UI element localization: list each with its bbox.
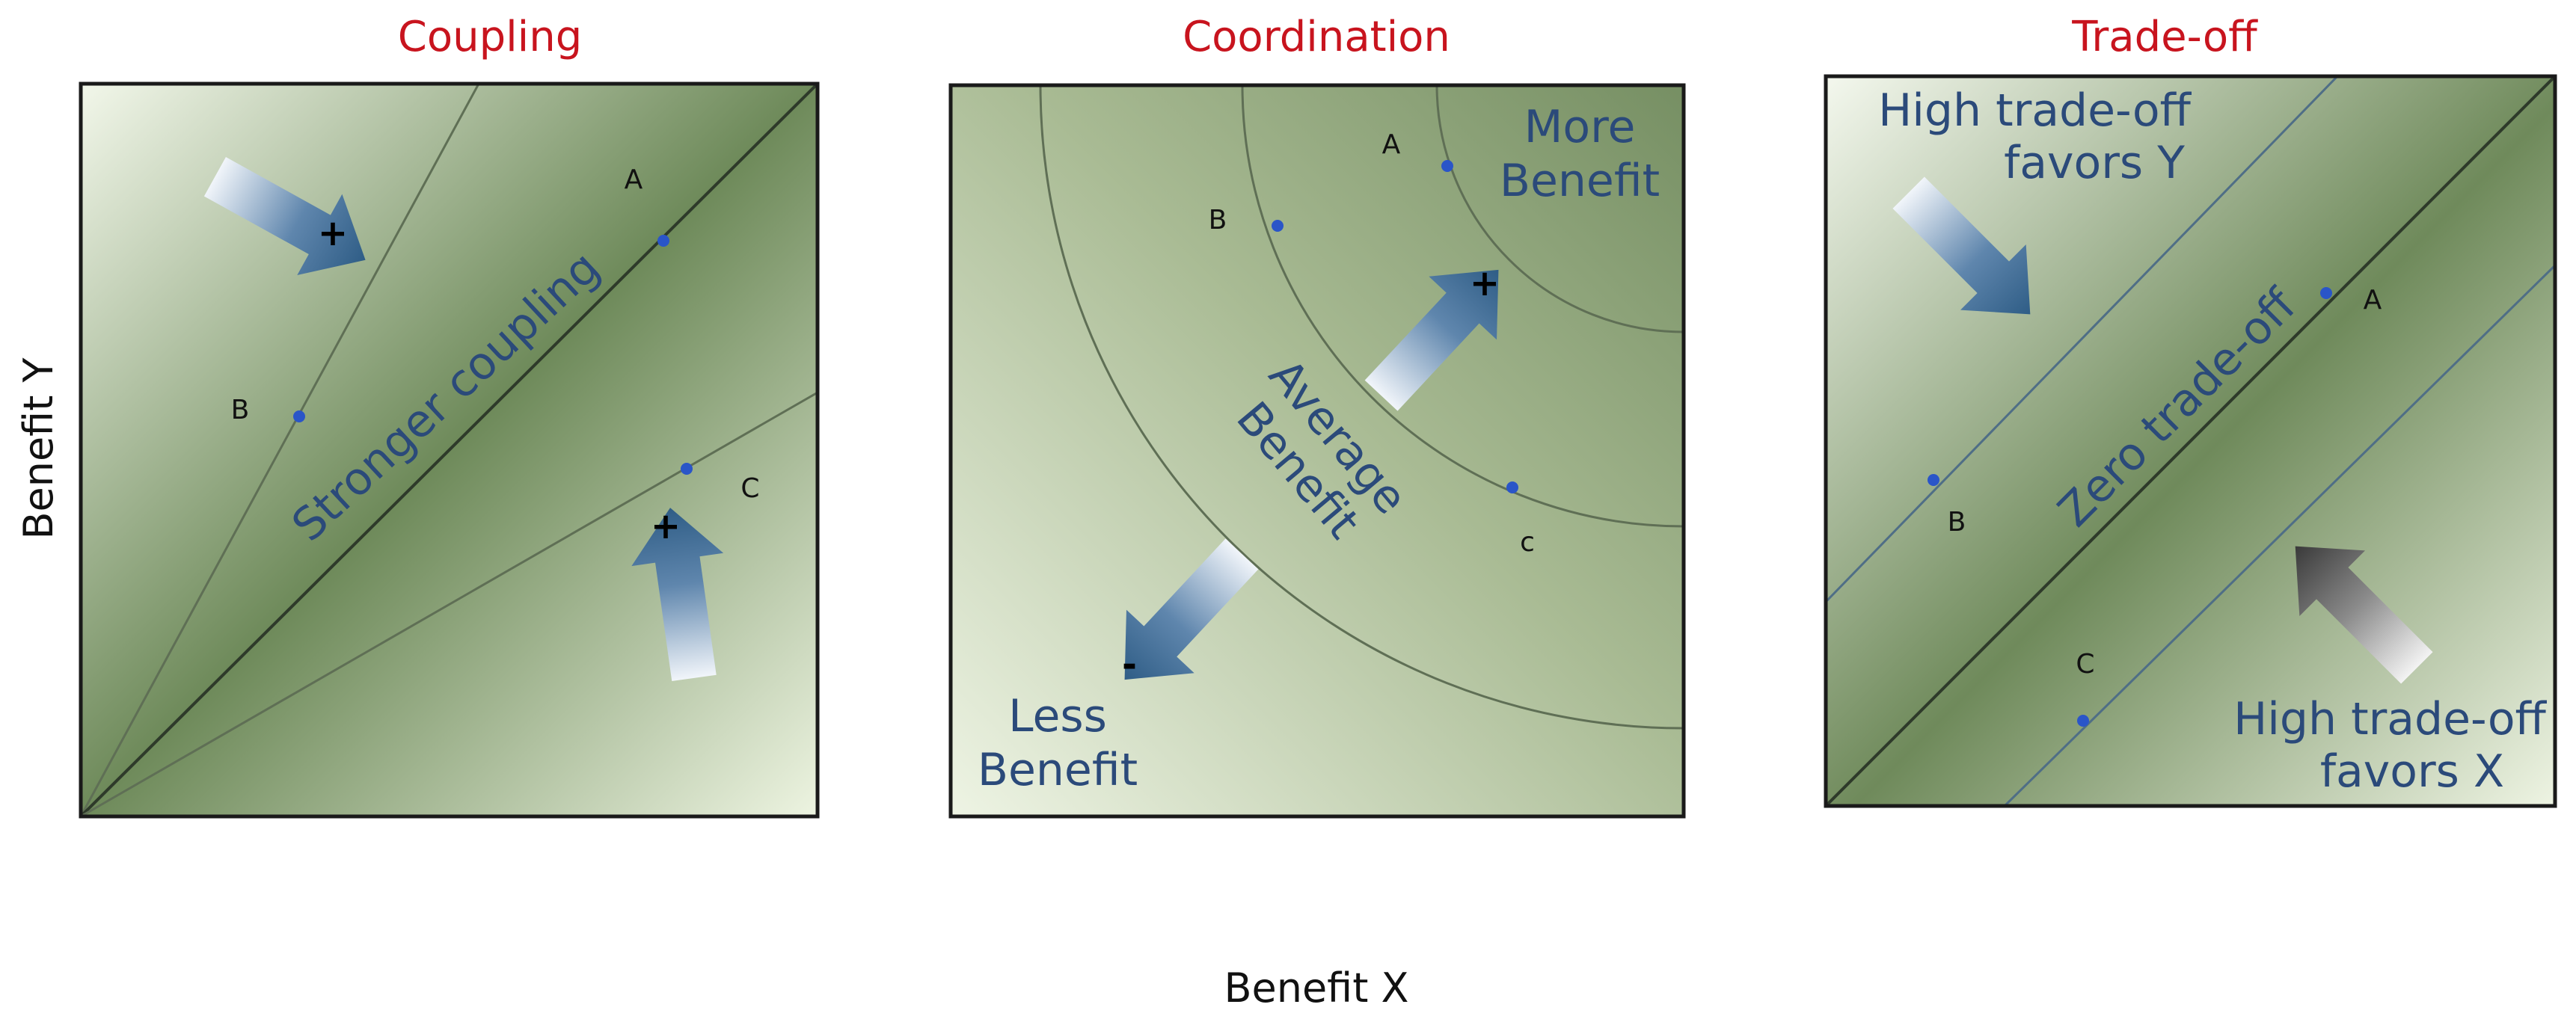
panel-coupling: Coupling Stronger coupling + + A B C bbox=[79, 13, 820, 819]
point-label-c: c bbox=[1520, 527, 1535, 558]
arrow-sign-lower: + bbox=[651, 505, 681, 547]
point-b bbox=[1928, 474, 1939, 486]
annotation-high-favors-y-2: favors Y bbox=[2004, 137, 2185, 189]
panel-frame bbox=[948, 83, 1686, 819]
point-c bbox=[1506, 481, 1518, 493]
annotation-more-benefit-2: Benefit bbox=[1500, 155, 1660, 207]
point-label-b: B bbox=[231, 395, 250, 425]
point-label-b: B bbox=[1209, 205, 1227, 236]
coupling-line-upper bbox=[81, 84, 480, 816]
panel-frame bbox=[79, 81, 820, 819]
annotation-less-benefit-1: Less bbox=[1008, 690, 1107, 742]
diagonal-line bbox=[81, 84, 818, 816]
point-c bbox=[2077, 715, 2089, 727]
panel-background bbox=[951, 85, 1684, 816]
point-b bbox=[1272, 220, 1284, 232]
trade-off-line-upper bbox=[1826, 76, 2339, 603]
diagonal-line bbox=[1826, 76, 2555, 806]
annotation-high-favors-x-1: High trade-off bbox=[2233, 693, 2547, 745]
point-a bbox=[657, 235, 669, 247]
point-a bbox=[2320, 287, 2332, 299]
coupling-line-lower bbox=[81, 391, 818, 816]
point-label-a: A bbox=[1382, 129, 1401, 160]
panel-coordination: Coordination More Benefit Average Benefi… bbox=[948, 13, 1686, 819]
annotation-more-benefit-1: More bbox=[1524, 101, 1636, 153]
panel-title-trade-off: Trade-off bbox=[2071, 13, 2258, 61]
arrow-sign-minus: - bbox=[1122, 644, 1137, 686]
panel-frame bbox=[1824, 74, 2557, 808]
point-label-a: A bbox=[625, 164, 643, 195]
point-label-a: A bbox=[2364, 285, 2382, 316]
panel-trade-off: Trade-off High trade-off favors Y Zero t… bbox=[1824, 13, 2557, 808]
panel-title-coupling: Coupling bbox=[398, 13, 583, 61]
point-label-c: C bbox=[2076, 649, 2094, 680]
panel-title-coordination: Coordination bbox=[1183, 13, 1450, 61]
arrow-sign-plus: + bbox=[1470, 262, 1500, 304]
point-a bbox=[1441, 160, 1453, 172]
x-axis-label: Benefit X bbox=[1224, 964, 1408, 1012]
point-label-b: B bbox=[1948, 507, 1966, 538]
trade-off-line-lower bbox=[2003, 264, 2555, 806]
annotation-less-benefit-2: Benefit bbox=[978, 744, 1138, 796]
point-label-c: C bbox=[740, 473, 759, 504]
y-axis-label: Benefit Y bbox=[15, 357, 62, 539]
annotation-high-favors-x-2: favors X bbox=[2320, 745, 2504, 798]
arrow-sign-upper: + bbox=[318, 212, 348, 254]
annotation-high-favors-y-1: High trade-off bbox=[1878, 84, 2192, 137]
point-b bbox=[293, 410, 305, 422]
point-c bbox=[681, 463, 693, 475]
